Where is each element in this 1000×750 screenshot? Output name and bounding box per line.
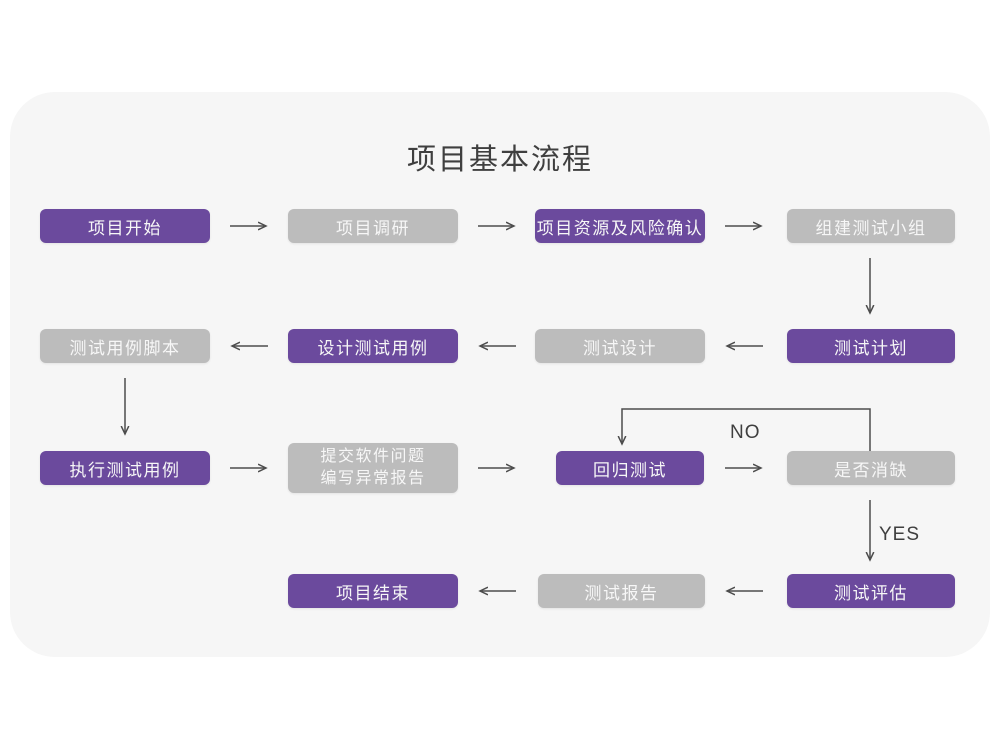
arrow-no-loop [622,408,871,451]
node-project-end: 项目结束 [288,574,458,608]
node-test-evaluation: 测试评估 [787,574,955,608]
node-execute-test-cases: 执行测试用例 [40,451,210,485]
yes-label: YES [879,524,920,545]
node-project-start: 项目开始 [40,209,210,243]
node-test-plan: 测试计划 [787,329,955,363]
node-test-case-scripts: 测试用例脚本 [40,329,210,363]
node-resources-and-risk: 项目资源及风险确认 [535,209,705,243]
node-build-test-team: 组建测试小组 [787,209,955,243]
node-defect-cleared: 是否消缺 [787,451,955,485]
node-project-research: 项目调研 [288,209,458,243]
node-test-design: 测试设计 [535,329,705,363]
node-submit-issue-report: 提交软件问题 编写异常报告 [288,443,458,493]
flowchart-card [10,92,990,657]
node-test-report: 测试报告 [538,574,705,608]
no-label: NO [730,422,761,443]
diagram-title: 项目基本流程 [406,144,593,176]
node-design-test-cases: 设计测试用例 [288,329,458,363]
node-regression-test: 回归测试 [556,451,704,485]
